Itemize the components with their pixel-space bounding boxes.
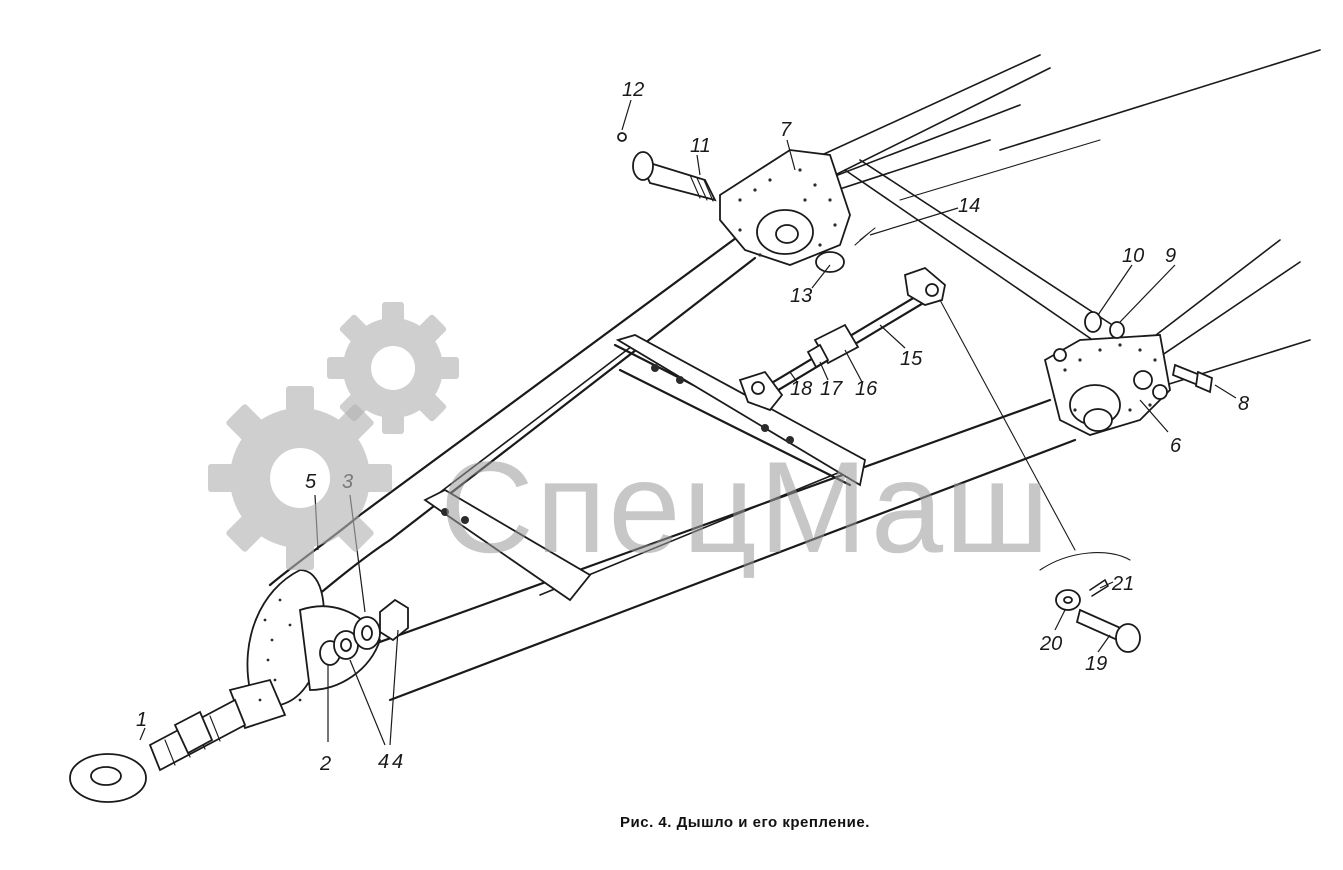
callout-14: 14: [958, 195, 980, 217]
callout-10: 10: [1122, 245, 1144, 267]
leader-lines: [139, 99, 1237, 746]
callout-17: 17: [820, 378, 843, 400]
callout-5: 5: [305, 471, 317, 493]
callout-1: 1: [136, 709, 147, 731]
watermark: СпецМаш: [208, 302, 1051, 580]
right-bracket: [1043, 311, 1213, 436]
callout-16: 16: [855, 378, 878, 400]
left-bracket: [617, 132, 851, 273]
front-fasteners: [319, 598, 409, 666]
watermark-gear-small-icon: [327, 302, 459, 434]
callout-4b: 4: [392, 751, 403, 773]
pin-set: [939, 299, 1141, 653]
callout-9: 9: [1165, 245, 1176, 267]
callout-18: 18: [790, 378, 812, 400]
callout-15: 15: [900, 348, 923, 370]
callout-20: 20: [1039, 633, 1062, 655]
callout-11: 11: [690, 135, 711, 157]
watermark-gear-large-icon: [208, 386, 392, 570]
figure-caption: Рис. 4. Дышло и его крепление.: [620, 814, 870, 831]
callout-7: 7: [780, 119, 792, 141]
callout-6: 6: [1170, 435, 1182, 457]
brake-rod: [738, 227, 946, 412]
callout-21: 21: [1111, 573, 1134, 595]
callout-4a: 4: [378, 751, 389, 773]
callout-8: 8: [1238, 393, 1249, 415]
callout-12: 12: [622, 79, 644, 101]
watermark-text: СпецМаш: [440, 434, 1051, 580]
drawbar-frame: [69, 233, 1077, 803]
callout-2: 2: [319, 753, 331, 775]
callout-13: 13: [790, 285, 812, 307]
callout-19: 19: [1085, 653, 1107, 675]
